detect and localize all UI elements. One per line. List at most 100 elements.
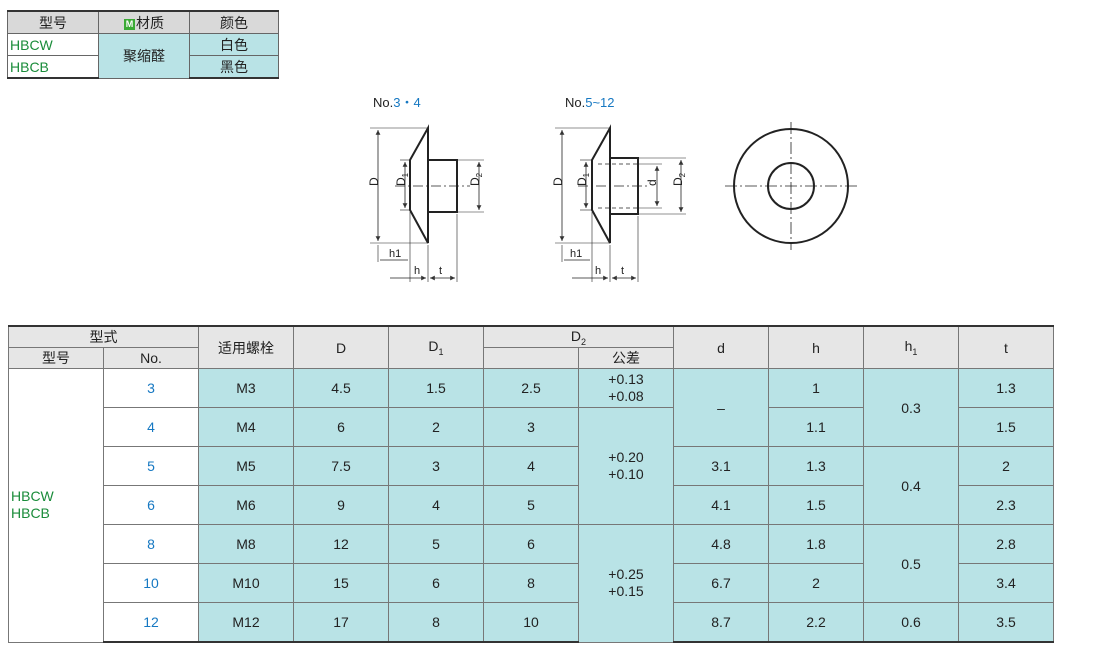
t-cell: 2.8: [958, 524, 1054, 564]
no-cell: 10: [103, 563, 199, 603]
D2-cell: 4: [483, 446, 579, 486]
bolt-cell: M10: [198, 563, 294, 603]
h-cell: 1.5: [768, 485, 864, 525]
mat-material: 聚缩醛: [98, 33, 190, 79]
no-cell: 5: [103, 446, 199, 486]
h1-cell-b: 0.4: [863, 446, 959, 525]
mat-color-white: 白色: [189, 33, 279, 56]
drawing-top-view: [725, 122, 858, 250]
drawing-a: [370, 124, 484, 282]
mat-color-black: 黑色: [189, 55, 279, 79]
tolerance-cell-b: +0.20+0.10: [578, 407, 674, 525]
tolerance-cell-c: +0.25+0.15: [578, 524, 674, 643]
dim-a-D1: D1: [394, 172, 410, 186]
D1-cell: 4: [388, 485, 484, 525]
D2-cell: 10: [483, 602, 579, 643]
no-cell: 3: [103, 368, 199, 408]
D-cell: 12: [293, 524, 389, 564]
h1-cell-d: 0.6: [863, 602, 959, 643]
dim-b-D: D: [551, 177, 565, 186]
h-cell: 1.1: [768, 407, 864, 447]
table-row: 6 M6 9 4 5 4.1 1.5 2.3: [9, 485, 1054, 525]
d-cell: 6.7: [673, 563, 769, 603]
bolt-cell: M12: [198, 602, 294, 643]
h1-cell-a: 0.3: [863, 368, 959, 447]
D1-cell: 5: [388, 524, 484, 564]
dim-b-t: t: [621, 265, 624, 277]
t-cell: 1.3: [958, 368, 1054, 408]
drawing-b: [555, 124, 686, 282]
h-cell: 2: [768, 563, 864, 603]
material-badge-icon: M: [124, 18, 135, 30]
dim-b-D1: D1: [575, 172, 591, 186]
D2-cell: 3: [483, 407, 579, 447]
h-cell: 1.3: [768, 446, 864, 486]
d-cell: 3.1: [673, 446, 769, 486]
D2-cell: 6: [483, 524, 579, 564]
h-cell: 1: [768, 368, 864, 408]
dim-b-D2: D2: [671, 172, 687, 186]
t-cell: 3.4: [958, 563, 1054, 603]
header-bolt: 适用螺栓: [198, 325, 294, 369]
D2-cell: 2.5: [483, 368, 579, 408]
t-cell: 2: [958, 446, 1054, 486]
D1-cell: 1.5: [388, 368, 484, 408]
dim-b-h: h: [595, 265, 601, 277]
D-cell: 9: [293, 485, 389, 525]
table-row: 8 M8 12 5 6 +0.25+0.15 4.8 1.8 0.5 2.8: [9, 524, 1054, 643]
h-cell: 2.2: [768, 602, 864, 643]
drawing-label-no5-12: No.5~12: [565, 95, 615, 110]
header-no: No.: [103, 347, 199, 369]
mat-model-hbcw: HBCW: [7, 33, 99, 56]
no-cell: 8: [103, 524, 199, 564]
header-tolerance: 公差: [578, 347, 674, 369]
dim-a-h: h: [414, 265, 420, 277]
d-cell: 4.8: [673, 524, 769, 564]
D1-cell: 8: [388, 602, 484, 643]
D1-cell: 3: [388, 446, 484, 486]
dim-b-h1: h1: [570, 248, 582, 260]
D-cell: 6: [293, 407, 389, 447]
bolt-cell: M8: [198, 524, 294, 564]
bolt-cell: M4: [198, 407, 294, 447]
no-cell: 6: [103, 485, 199, 525]
bolt-cell: M3: [198, 368, 294, 408]
D2-cell: 8: [483, 563, 579, 603]
mat-header-color: 颜色: [189, 10, 279, 34]
dim-a-t: t: [439, 265, 442, 277]
header-D2: D2: [483, 325, 674, 348]
header-d: d: [673, 325, 769, 369]
mat-model-hbcb: HBCB: [7, 55, 99, 79]
dim-a-h1: h1: [389, 248, 401, 260]
D-cell: 17: [293, 602, 389, 643]
dim-a-D: D: [367, 177, 381, 186]
d-cell: 8.7: [673, 602, 769, 643]
mat-header-model: 型号: [7, 10, 99, 34]
dim-a-D2: D2: [468, 172, 484, 186]
D-cell: 7.5: [293, 446, 389, 486]
table-row: 5 M5 7.5 3 4 3.1 1.3 0.4 2: [9, 446, 1054, 525]
header-h: h: [768, 325, 864, 369]
header-model: 型号: [8, 347, 104, 369]
bolt-cell: M5: [198, 446, 294, 486]
table-row: 4 M4 6 2 3 +0.20+0.10 1.1 1.5: [9, 407, 1054, 525]
header-t: t: [958, 325, 1054, 369]
d-cell-dash: –: [673, 368, 769, 447]
table-row: 12 M12 17 8 10 8.7 2.2 0.6 3.5: [9, 602, 1054, 643]
tolerance-cell-a: +0.13+0.08: [578, 368, 674, 408]
h1-cell-c: 0.5: [863, 524, 959, 603]
D-cell: 15: [293, 563, 389, 603]
header-type: 型式: [8, 325, 199, 348]
D2-cell: 5: [483, 485, 579, 525]
t-cell: 2.3: [958, 485, 1054, 525]
D1-cell: 6: [388, 563, 484, 603]
t-cell: 1.5: [958, 407, 1054, 447]
D1-cell: 2: [388, 407, 484, 447]
d-cell: 4.1: [673, 485, 769, 525]
header-h1: h1: [863, 325, 959, 369]
no-cell: 4: [103, 407, 199, 447]
